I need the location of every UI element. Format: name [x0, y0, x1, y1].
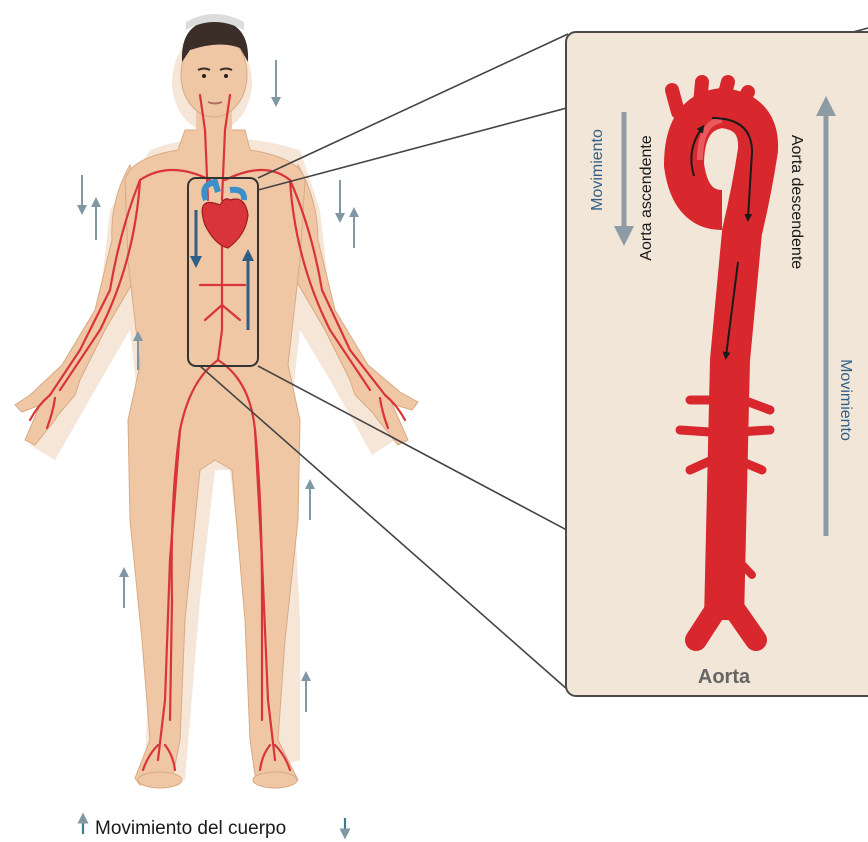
body-movement-caption: Movimiento del cuerpo	[95, 818, 286, 839]
movement-label-left: Movimiento	[589, 129, 606, 211]
ascending-aorta-label: Aorta ascendente	[638, 135, 655, 261]
movement-label-right: Movimiento	[837, 359, 854, 441]
descending-aorta-label: Aorta descendente	[788, 135, 805, 269]
aorta-title: Aorta	[698, 666, 751, 688]
